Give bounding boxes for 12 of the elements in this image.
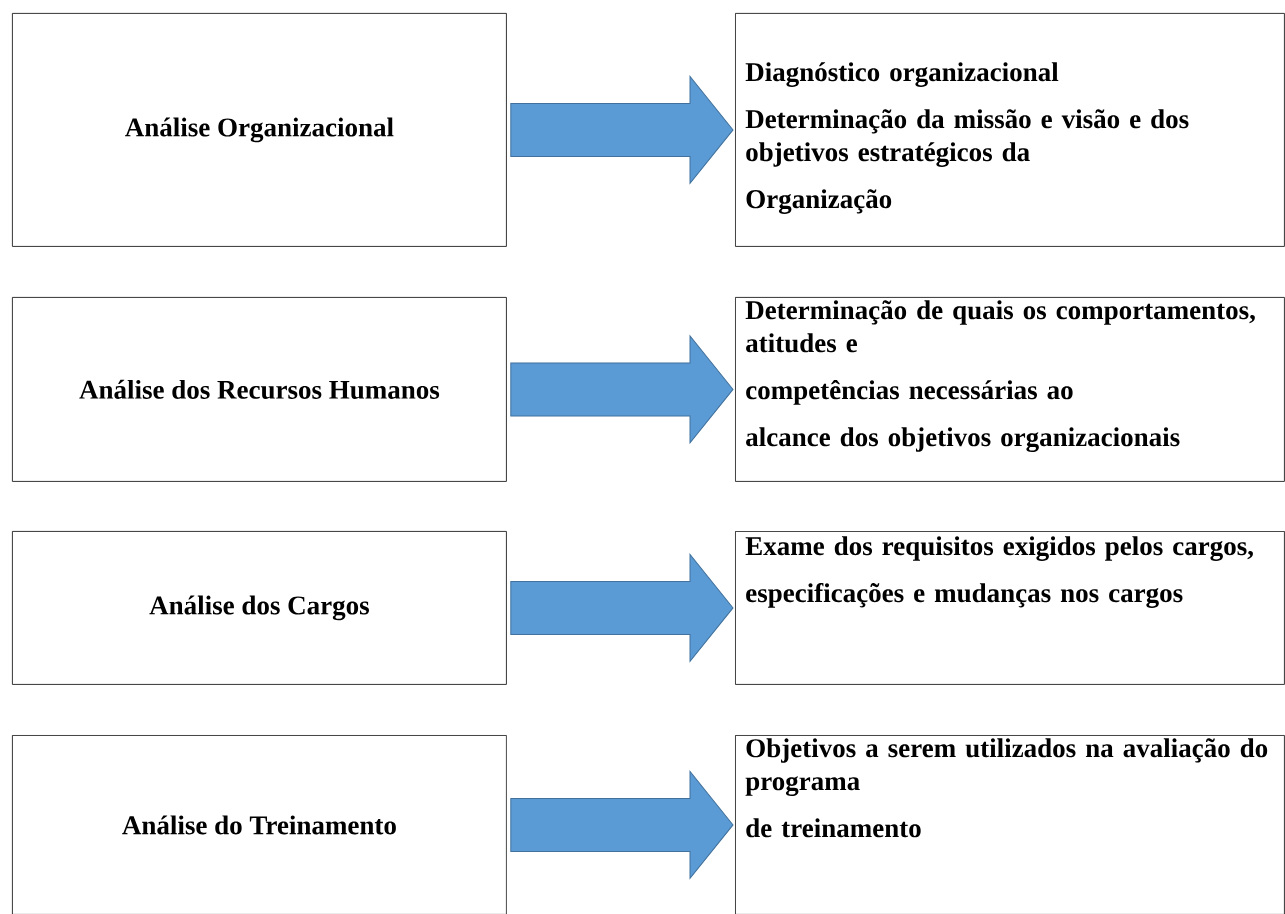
process-box: Análise do Treinamento [12, 735, 507, 914]
description-box: Exame dos requisitos exigidos pelos cargos, especificações e mudanças nos cargos [735, 531, 1285, 685]
block-arrow [510, 553, 734, 662]
block-arrow [510, 335, 734, 444]
description-box: Objetivos a serem utilizados na avaliação do programa de treinamento [735, 735, 1285, 914]
description-box: Determinação de quais os comportamentos, atitudes e competências necessárias ao alcance dos objetivos organizacionais [735, 297, 1285, 482]
block-arrow [510, 770, 734, 879]
process-box: Análise dos Recursos Humanos [12, 297, 507, 482]
description-box: Diagnóstico organizacional Determinação da missão e visão e dos objetivos estratégicos da Organização [735, 13, 1285, 247]
process-box: Análise Organizacional [12, 13, 507, 247]
process-box: Análise dos Cargos [12, 531, 507, 685]
block-arrow [510, 75, 734, 184]
